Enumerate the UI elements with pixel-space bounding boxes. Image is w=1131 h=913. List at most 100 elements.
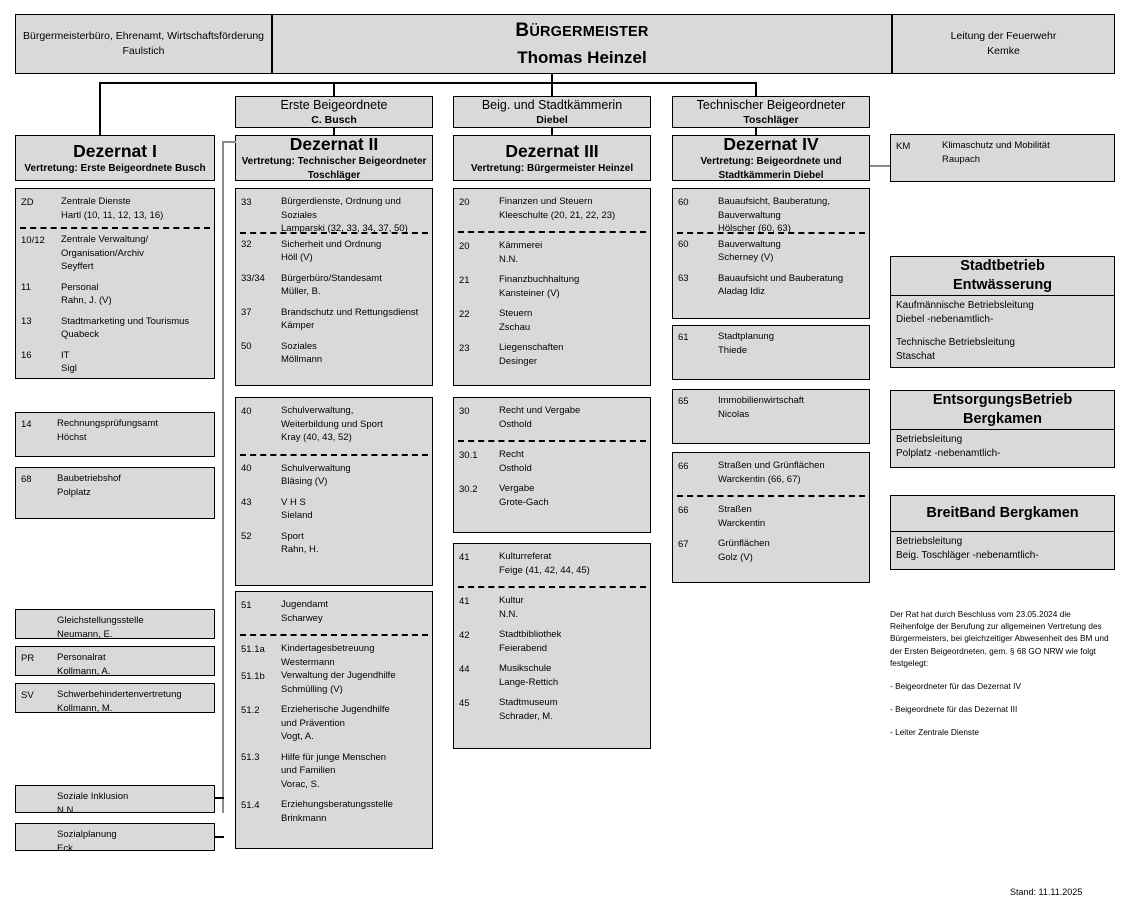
unit-line: Kultur — [499, 595, 524, 606]
unit-code: 13 — [21, 316, 32, 327]
unit-code: 30.2 — [459, 483, 478, 495]
unit-line: Hilfe für junge Menschen — [281, 751, 387, 763]
unit-line: Personal — [61, 281, 99, 293]
unit-line: Liegenschaften — [499, 342, 564, 353]
footnote-line: Bürgermeisters, bei gleichzeitiger Abwes… — [890, 633, 1109, 644]
dezernat-4-deputy: Vertretung: Beigeordnete und Stadtkämmer… — [700, 156, 842, 181]
unit-line: Weiterbildung und Sport — [281, 418, 383, 430]
footnote-line: Der Rat hat durch Beschluss vom 23.05.20… — [890, 609, 1071, 619]
divider-dashed — [240, 453, 428, 456]
unit-line: Warckentin (66, 67) — [718, 473, 801, 485]
unit-block-zd: ZD Zentrale Dienste Hartl (10, 11, 12, 1… — [15, 188, 215, 379]
unit-block-30: 30 Recht und Vergabe Osthold 30.1 Recht … — [453, 397, 651, 533]
unit-item: 10/12 Zentrale Verwaltung/ Organisation/… — [16, 233, 214, 274]
unit-code: 23 — [459, 342, 470, 354]
unit-line: Finanzen und Steuern — [499, 196, 593, 207]
dezernat-3-deputy: Vertretung: Bürgermeister Heinzel — [470, 163, 634, 174]
unit-line: Warckentin — [718, 517, 766, 529]
betrieb-body-line: Technische Betriebsleitung — [896, 337, 1015, 348]
buergermeister-title: BÜRGERMEISTER — [515, 19, 648, 44]
unit-line: Lamparski (32, 33, 34, 37, 50) — [281, 223, 408, 234]
betrieb-title-line2: Bergkamen — [963, 411, 1042, 427]
unit-line: Sigl — [61, 363, 77, 374]
unit-block-66: 66 Straßen und Grünflächen Warckentin (6… — [672, 452, 870, 583]
unit-head-51: 51 Jugendamt Scharwey — [236, 598, 432, 625]
unit-line: Finanzbuchhaltung — [499, 274, 580, 285]
unit-line: N.N. — [499, 608, 518, 620]
unit-item: 42 Stadtbibliothek Feierabend — [454, 628, 650, 655]
betrieb-stadtbetrieb-title: Stadtbetrieb Entwässerung — [890, 256, 1115, 296]
unit-line: Kollmann, M. — [57, 702, 113, 714]
unit-item: 21 Finanzbuchhaltung Kansteiner (V) — [454, 273, 650, 300]
beigeordnete-technischer-box: Technischer Beigeordneter Toschläger — [672, 96, 870, 128]
unit-schwerbehindertenvertretung: SV Schwerbehindertenvertretung Kollmann,… — [15, 683, 215, 714]
unit-line: Zentrale Verwaltung/ — [61, 234, 149, 245]
unit-item: 20 Kämmerei N.N. — [454, 239, 650, 266]
unit-item: 52 Sport Rahn, H. — [236, 530, 432, 557]
unit-code: 20 — [459, 240, 470, 252]
unit-line: Straßen — [718, 504, 752, 515]
unit-code: 10/12 — [21, 234, 45, 246]
dezernat-2-title: Dezernat II — [289, 134, 379, 154]
unit-head-60: 60 Bauaufsicht, Bauberatung, Bauverwaltu… — [673, 195, 869, 236]
unit-line: Bauaufsicht und Bauberatung — [718, 272, 844, 284]
unit-code: 43 — [241, 497, 252, 508]
unit-line: Baubetriebshof — [57, 473, 121, 484]
unit-line: Brinkmann — [281, 812, 327, 824]
unit-line: Brandschutz und Rettungsdienst — [281, 306, 419, 318]
km-line2: Raupach — [942, 153, 981, 165]
unit-line: Kämper — [281, 320, 315, 331]
unit-item: 37 Brandschutz und Rettungsdienst Kämper — [236, 306, 432, 333]
betrieb-entsorgung-title: EntsorgungsBetrieb Bergkamen — [890, 390, 1115, 430]
unit-gleichstellungsstelle: Gleichstellungsstelle Neumann, E. — [15, 609, 215, 640]
unit-item: 33/34 Bürgerbüro/Standesamt Müller, B. — [236, 272, 432, 299]
unit-item: 51.1a Kindertagesbetreuung Westermann — [236, 642, 432, 669]
unit-line: Recht und Vergabe — [499, 405, 581, 416]
unit-code: 21 — [459, 274, 470, 286]
footnote-line: Reihenfolge der Berufung zur allgemeinen… — [890, 621, 1102, 632]
unit-line: Scharwey — [281, 612, 323, 624]
unit-personalrat: PR Personalrat Kollmann, A. — [15, 646, 215, 677]
unit-line: Kämmerei — [499, 240, 543, 251]
unit-line: Bürgerbüro/Standesamt — [281, 272, 382, 284]
unit-line: Vergabe — [499, 483, 535, 494]
unit-line: Kansteiner (V) — [499, 287, 560, 299]
feuerwehr-line1: Leitung der Feuerwehr — [950, 30, 1057, 42]
connector-to-dez1 — [99, 82, 101, 135]
unit-line: Schulverwaltung — [281, 462, 351, 474]
unit-code: 20 — [459, 196, 470, 208]
unit-line: Polplatz — [57, 486, 91, 498]
unit-item: 44 Musikschule Lange-Rettich — [454, 662, 650, 689]
unit-head-30: 30 Recht und Vergabe Osthold — [454, 404, 650, 431]
footnote-line: der Ersten Beigeordneten, gem. § 68 GO N… — [890, 645, 1096, 656]
unit-line: Osthold — [499, 418, 532, 430]
betrieb-body-line: Diebel -nebenamtlich- — [896, 313, 994, 325]
unit-code: 32 — [241, 239, 252, 250]
unit-block-33: 33 Bürgerdienste, Ordnung und Soziales L… — [235, 188, 433, 386]
betrieb-body-line: Kaufmännische Betriebsleitung — [896, 300, 1034, 311]
unit-item: 30.1 Recht Osthold — [454, 448, 650, 475]
buergermeister-title-cap: B — [515, 19, 530, 41]
unit-item: 63 Bauaufsicht und Bauberatung Aladag Id… — [673, 272, 869, 299]
unit-block-40: 40 Schulverwaltung, Weiterbildung und Sp… — [235, 397, 433, 586]
connector-bm-horizontal — [99, 82, 756, 84]
unit-line: Soziale Inklusion — [57, 791, 129, 802]
unit-item: 67 Grünflächen Golz (V) — [673, 537, 869, 564]
unit-line: Organisation/Archiv — [61, 247, 144, 259]
betrieb-stadtbetrieb-body: Kaufmännische Betriebsleitung Diebel -ne… — [890, 296, 1115, 368]
unit-code: 22 — [459, 308, 470, 320]
beigeordnete-erste-name: C. Busch — [311, 114, 357, 126]
unit-code: ZD — [21, 196, 34, 208]
footnote-item: - Beigeordnete für das Dezernat III — [890, 704, 1018, 715]
unit-line: Hartl (10, 11, 12, 13, 16) — [61, 209, 164, 221]
unit-line: Golz (V) — [718, 551, 753, 563]
unit-item: 51.1b Verwaltung der Jugendhilfe Schmüll… — [236, 669, 432, 696]
unit-code: 50 — [241, 341, 252, 352]
unit-line: Westermann — [281, 656, 335, 668]
beigeordnete-kaemmerin-role: Beig. und Stadtkämmerin — [481, 98, 623, 112]
unit-code: 51.2 — [241, 704, 260, 716]
unit-line: Höchst — [57, 431, 87, 443]
unit-item: 41 Kultur N.N. — [454, 594, 650, 621]
dezernat-4-header: Dezernat IV Vertretung: Beigeordnete und… — [672, 134, 870, 181]
